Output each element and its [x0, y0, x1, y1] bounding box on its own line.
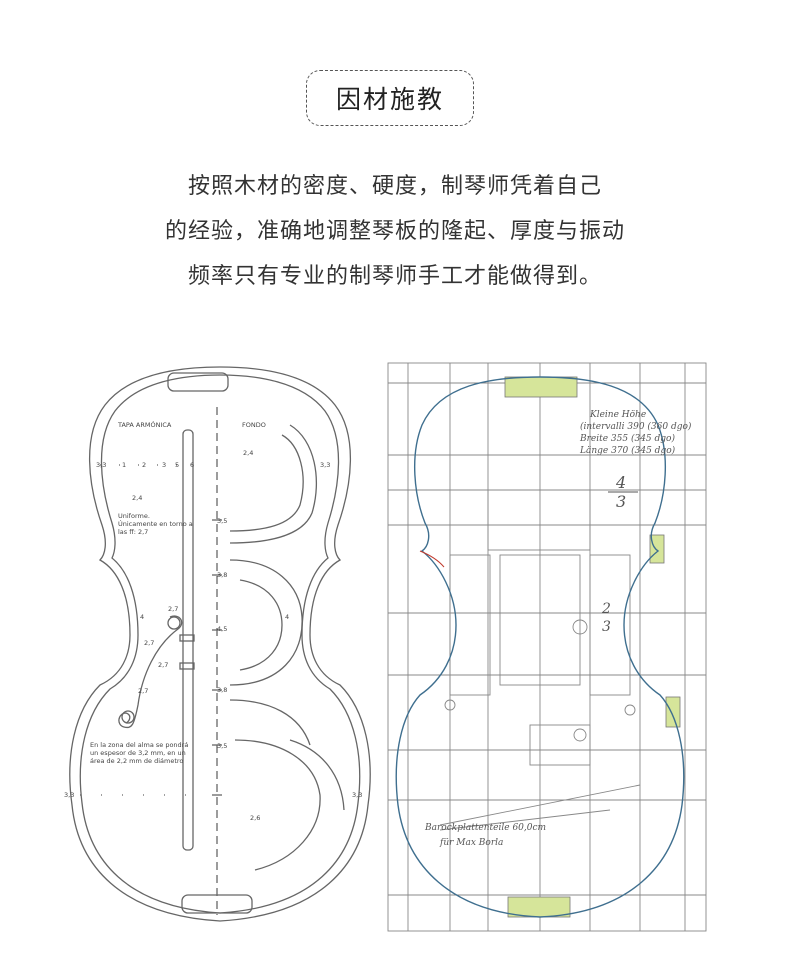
fraction-bottom: 3 — [616, 492, 626, 511]
value-3-8: 3,8 — [217, 571, 227, 579]
value-3-5-b: 3,5 — [217, 742, 227, 750]
note-lower-1: En la zona del alma se pondrá — [90, 741, 188, 749]
f-hole — [118, 615, 183, 729]
value-2-7-d: 2,7 — [138, 687, 148, 695]
note-upper-1: Uniforme. — [118, 512, 150, 520]
note-top-1: Kleine Höhe — [589, 410, 646, 420]
note-lower-3: área de 2,2 mm de diámetro — [90, 757, 183, 765]
violin-drafting-plan: Kleine Höhe (intervalli 390 (360 dgo) Br… — [387, 362, 707, 932]
description-line-1: 按照木材的密度、硬度，制琴师凭着自己 — [187, 174, 602, 199]
description-line-3: 频率只有专业的制琴师手工才能做得到。 — [187, 264, 602, 289]
value-2-7-c: 2,7 — [158, 661, 168, 669]
ratio-top: 2 — [601, 601, 611, 617]
violin-outline-outer — [69, 366, 371, 922]
value-2-6: 2,6 — [250, 814, 260, 822]
value-3-3-c: 3,3 — [64, 791, 74, 799]
corner-block-lower — [665, 696, 681, 728]
label-tapa: TAPA ARMÓNICA — [117, 420, 172, 429]
value-2-7-a: 2,7 — [168, 605, 178, 613]
top-block-highlight — [504, 376, 578, 398]
top-block — [167, 372, 229, 392]
value-3-3-d: 3,3 — [352, 791, 362, 799]
value-4-5: 4,5 — [217, 625, 227, 633]
note-lower-2: un espesor de 3,2 mm, en un — [90, 749, 186, 757]
value-2-4: 2,4 — [132, 494, 142, 502]
note-upper-2: Únicamente en torno a — [118, 519, 193, 528]
tick-3: 3 — [162, 461, 166, 469]
bass-bar — [182, 429, 194, 851]
ratio-bottom: 3 — [602, 619, 611, 635]
label-fondo: FONDO — [242, 421, 266, 429]
bottom-block-highlight — [507, 896, 571, 918]
corner-block-upper — [649, 534, 665, 564]
value-2-4-back: 2,4 — [243, 449, 253, 457]
note-top-2: (intervalli 390 (360 dgo) — [580, 421, 692, 432]
violin-thickness-plan: TAPA ARMÓNICA FONDO 3,3 3,3 1 2 3 5 6 2,… — [64, 366, 371, 922]
note-upper-3: las ff: 2,7 — [118, 528, 148, 536]
value-3-3-b: 3,3 — [320, 461, 330, 469]
value-3-5: 3,5 — [217, 517, 227, 525]
value-4-b: 4 — [285, 613, 289, 621]
value-2-7-b: 2,7 — [144, 639, 154, 647]
note-top-3: Breite 355 (345 dgo) — [579, 433, 675, 444]
value-3-8-b: 3,8 — [217, 686, 227, 694]
violin-outline-blue — [395, 376, 685, 918]
description: 按照木材的密度、硬度，制琴师凭着自己 的经验，准确地调整琴板的隆起、厚度与振动 … — [100, 164, 690, 299]
tick-2: 2 — [142, 461, 146, 469]
violin-outline-inner — [79, 374, 361, 914]
value-3-3-a: 3,3 — [96, 461, 106, 469]
tick-6: 6 — [190, 461, 194, 469]
description-line-2: 的经验，准确地调整琴板的隆起、厚度与振动 — [164, 219, 625, 244]
tick-1: 1 — [122, 461, 126, 469]
note-bottom-1: Barockplattenteile 60,0cm — [424, 823, 546, 833]
section-title: 因材施教 — [335, 85, 444, 114]
fraction-top: 4 — [615, 473, 626, 492]
section-title-box: 因材施教 — [306, 70, 474, 126]
note-top-4: Länge 370 (345 dgo) — [579, 445, 676, 456]
tick-5: 5 — [175, 461, 179, 469]
note-bottom-2: für Max Borla — [439, 838, 503, 848]
value-4-a: 4 — [140, 613, 144, 621]
